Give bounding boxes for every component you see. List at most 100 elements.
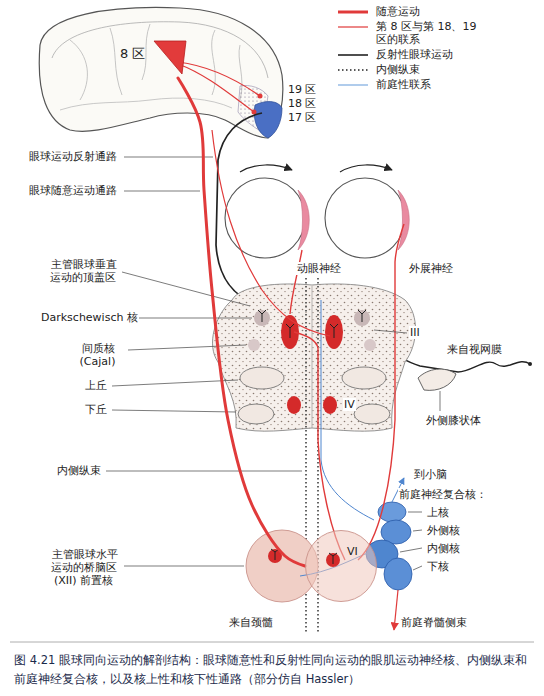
figure-caption: 图 4.21 眼球同向运动的解剖结构：眼球随意性和反射性同向运动的眼肌运动神经核… xyxy=(14,653,527,686)
anatomy-label: 到小脑 xyxy=(413,468,448,481)
anatomy-label: 主管眼球垂直运动的顶盖区 xyxy=(50,258,117,284)
motor-pathways-part xyxy=(212,130,330,336)
eyeballs-part xyxy=(240,165,292,172)
eyeballs-part xyxy=(298,190,309,250)
nucleus-circle: VI xyxy=(305,530,377,602)
abducens-nucleus-dot xyxy=(326,553,340,567)
anatomy-label: 眼球随意运动通路 xyxy=(28,184,118,197)
label-slot: 19 区 xyxy=(287,83,318,96)
label-slot: III xyxy=(409,326,421,339)
midbrain-section-part xyxy=(342,367,386,389)
anatomy-label: 17 区 xyxy=(287,111,318,124)
motor-pathways-part xyxy=(294,332,345,560)
label-slot: 眼球随意运动通路 xyxy=(28,184,118,197)
label-slot: 眼球运动反射通路 xyxy=(28,150,118,163)
cerebral-hemisphere-part xyxy=(52,22,268,78)
legend-text: 第 8 区与第 18、19 区的联系 xyxy=(376,20,488,46)
label-slot: 来自颈髓 xyxy=(228,616,274,629)
legend-line-sample xyxy=(338,11,368,14)
legend-line-sample xyxy=(338,84,368,85)
label-slot: 主管眼球垂直运动的顶盖区 xyxy=(46,258,120,284)
leader-lines-part xyxy=(400,548,422,552)
cerebral-hemisphere-part xyxy=(254,102,282,138)
anatomy-label: 19 区 xyxy=(287,83,318,96)
eyeballs xyxy=(225,165,409,258)
anatomy-label: IV xyxy=(343,398,356,411)
midbrain-section-part xyxy=(238,404,274,424)
label-slot: 18 区 xyxy=(287,97,318,110)
label-slot: 内侧纵束 xyxy=(56,464,102,477)
pontine-circle xyxy=(306,531,377,602)
legend-text: 内侧纵束 xyxy=(376,63,420,76)
anatomy-label: 上丘 xyxy=(84,379,108,392)
anatomy-label: 眼球运动反射通路 xyxy=(28,150,118,163)
anatomy-label: 外侧膝状体 xyxy=(425,414,482,427)
legend-row: 第 8 区与第 18、19 区的联系 xyxy=(336,20,540,46)
anatomy-label: 下丘 xyxy=(84,403,108,416)
anatomy-label: 下核 xyxy=(426,560,450,573)
leader-lines-part xyxy=(413,530,422,531)
midbrain-section-part xyxy=(240,367,284,389)
label-slot: 上丘 xyxy=(84,379,108,392)
legend-line-sample xyxy=(338,69,368,71)
leader-lines-part xyxy=(112,380,238,386)
midbrain-section-part xyxy=(312,286,313,428)
label-slot: 前庭脊髓侧束 xyxy=(400,616,468,629)
legend-sample xyxy=(336,49,370,61)
cerebral-hemisphere-part xyxy=(70,24,242,100)
cortex-area-triangle: 8 区 xyxy=(118,36,190,78)
caption-rule xyxy=(10,642,534,643)
legend-text: 随意运动 xyxy=(376,5,420,18)
node-text: VI xyxy=(347,545,358,558)
label-slot: IV xyxy=(343,398,356,411)
anatomy-label: 来自视网膜 xyxy=(446,343,503,356)
area8-occipital-link-part xyxy=(258,94,263,99)
area8-occipital-link xyxy=(178,62,263,115)
eyeballs-part xyxy=(225,178,305,258)
reflex-pathway-part xyxy=(528,362,532,366)
label-slot: 到小脑 xyxy=(413,468,448,481)
label-slot: 内侧核 xyxy=(426,542,461,555)
midbrain-section-part xyxy=(213,284,416,431)
eyeballs-part xyxy=(340,165,392,172)
cerebral-hemisphere-part xyxy=(60,98,232,110)
legend-sample xyxy=(336,79,370,91)
label-slot: 外侧膝状体 xyxy=(425,414,482,427)
legend-row: 随意运动 xyxy=(336,5,540,18)
anatomy-label: 主管眼球水平运动的桥脑区 (XII) 前置核 xyxy=(51,548,118,587)
vestibular-nuclei-part xyxy=(384,558,412,590)
voluntary-pathway-connector xyxy=(178,78,305,566)
midbrain-section-part xyxy=(258,310,366,338)
label-slot: 上核 xyxy=(426,506,450,519)
label-slot: 主管眼球水平运动的桥脑区 (XII) 前置核 xyxy=(46,548,122,587)
legend-line-sample xyxy=(338,54,368,56)
leader-lines-part xyxy=(112,410,236,412)
anatomy-label: 前庭神经复合核： xyxy=(398,488,488,501)
anatomy-label: 18 区 xyxy=(287,97,318,110)
legend-text: 前庭性联系 xyxy=(376,78,431,91)
nucleus-shape xyxy=(305,530,377,602)
label-slot: 下丘 xyxy=(84,403,108,416)
legend-row: 前庭性联系 xyxy=(336,78,540,91)
leader-lines-part xyxy=(413,566,422,570)
leader-lines-part xyxy=(408,512,422,513)
leader-lines-part xyxy=(124,566,244,567)
leader-lines-part xyxy=(374,330,407,333)
legend: 随意运动第 8 区与第 18、19 区的联系反射性眼球运动内侧纵束前庭性联系 xyxy=(336,5,540,93)
label-slot: 间质核 (Cajal) xyxy=(70,342,126,368)
area8-occipital-link-part xyxy=(178,62,260,96)
vestibular-connections-part xyxy=(394,590,398,630)
midbrain-section-part xyxy=(323,396,337,414)
motor-pathways-part xyxy=(290,250,302,314)
label-slot: Darkschewisch 核 xyxy=(40,311,139,324)
anatomy-label: 间质核 (Cajal) xyxy=(80,342,117,368)
node-text: 8 区 xyxy=(120,36,145,72)
label-slot: 动眼神经 xyxy=(296,262,342,275)
label-slot: 下核 xyxy=(426,560,450,573)
legend-text: 反射性眼球运动 xyxy=(376,48,453,61)
legend-row: 反射性眼球运动 xyxy=(336,48,540,61)
anatomy-label: Darkschewisch 核 xyxy=(40,311,139,324)
anatomy-label: 外展神经 xyxy=(408,262,454,275)
